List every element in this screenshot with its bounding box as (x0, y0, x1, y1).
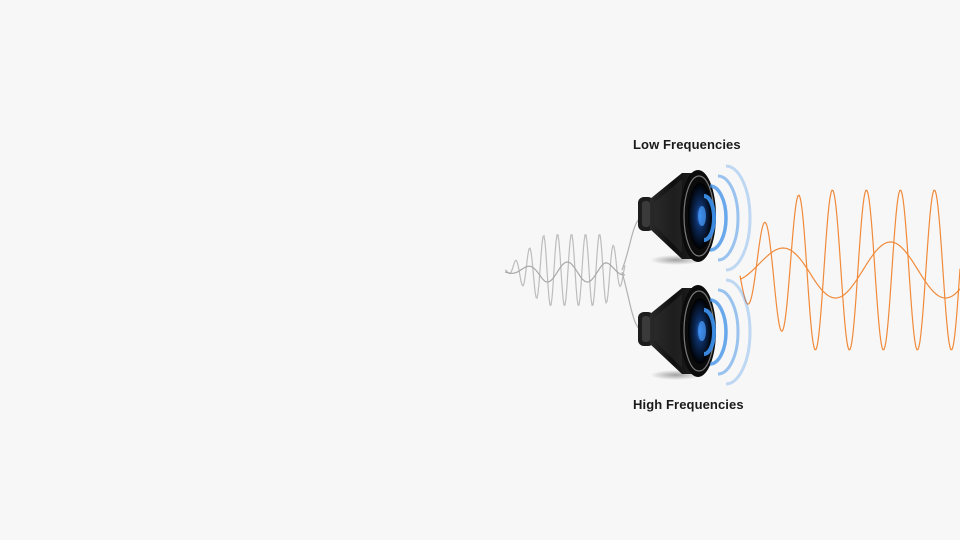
speaker-icon (637, 284, 716, 381)
high-frequency-speaker (637, 278, 752, 386)
input-composite-wave (504, 234, 626, 306)
wire-to-low-speaker (621, 217, 641, 271)
output-low-wave (739, 241, 960, 299)
speaker-icon (637, 169, 716, 266)
high-frequencies-label: High Frequencies (633, 397, 744, 412)
low-frequency-speaker (637, 164, 752, 272)
input-low-wave (504, 261, 626, 283)
sound-rings-high (703, 278, 752, 386)
output-high-wave (739, 189, 960, 351)
low-frequencies-label: Low Frequencies (633, 137, 741, 152)
sound-rings-low (703, 164, 752, 272)
wire-to-high-speaker (621, 271, 641, 331)
